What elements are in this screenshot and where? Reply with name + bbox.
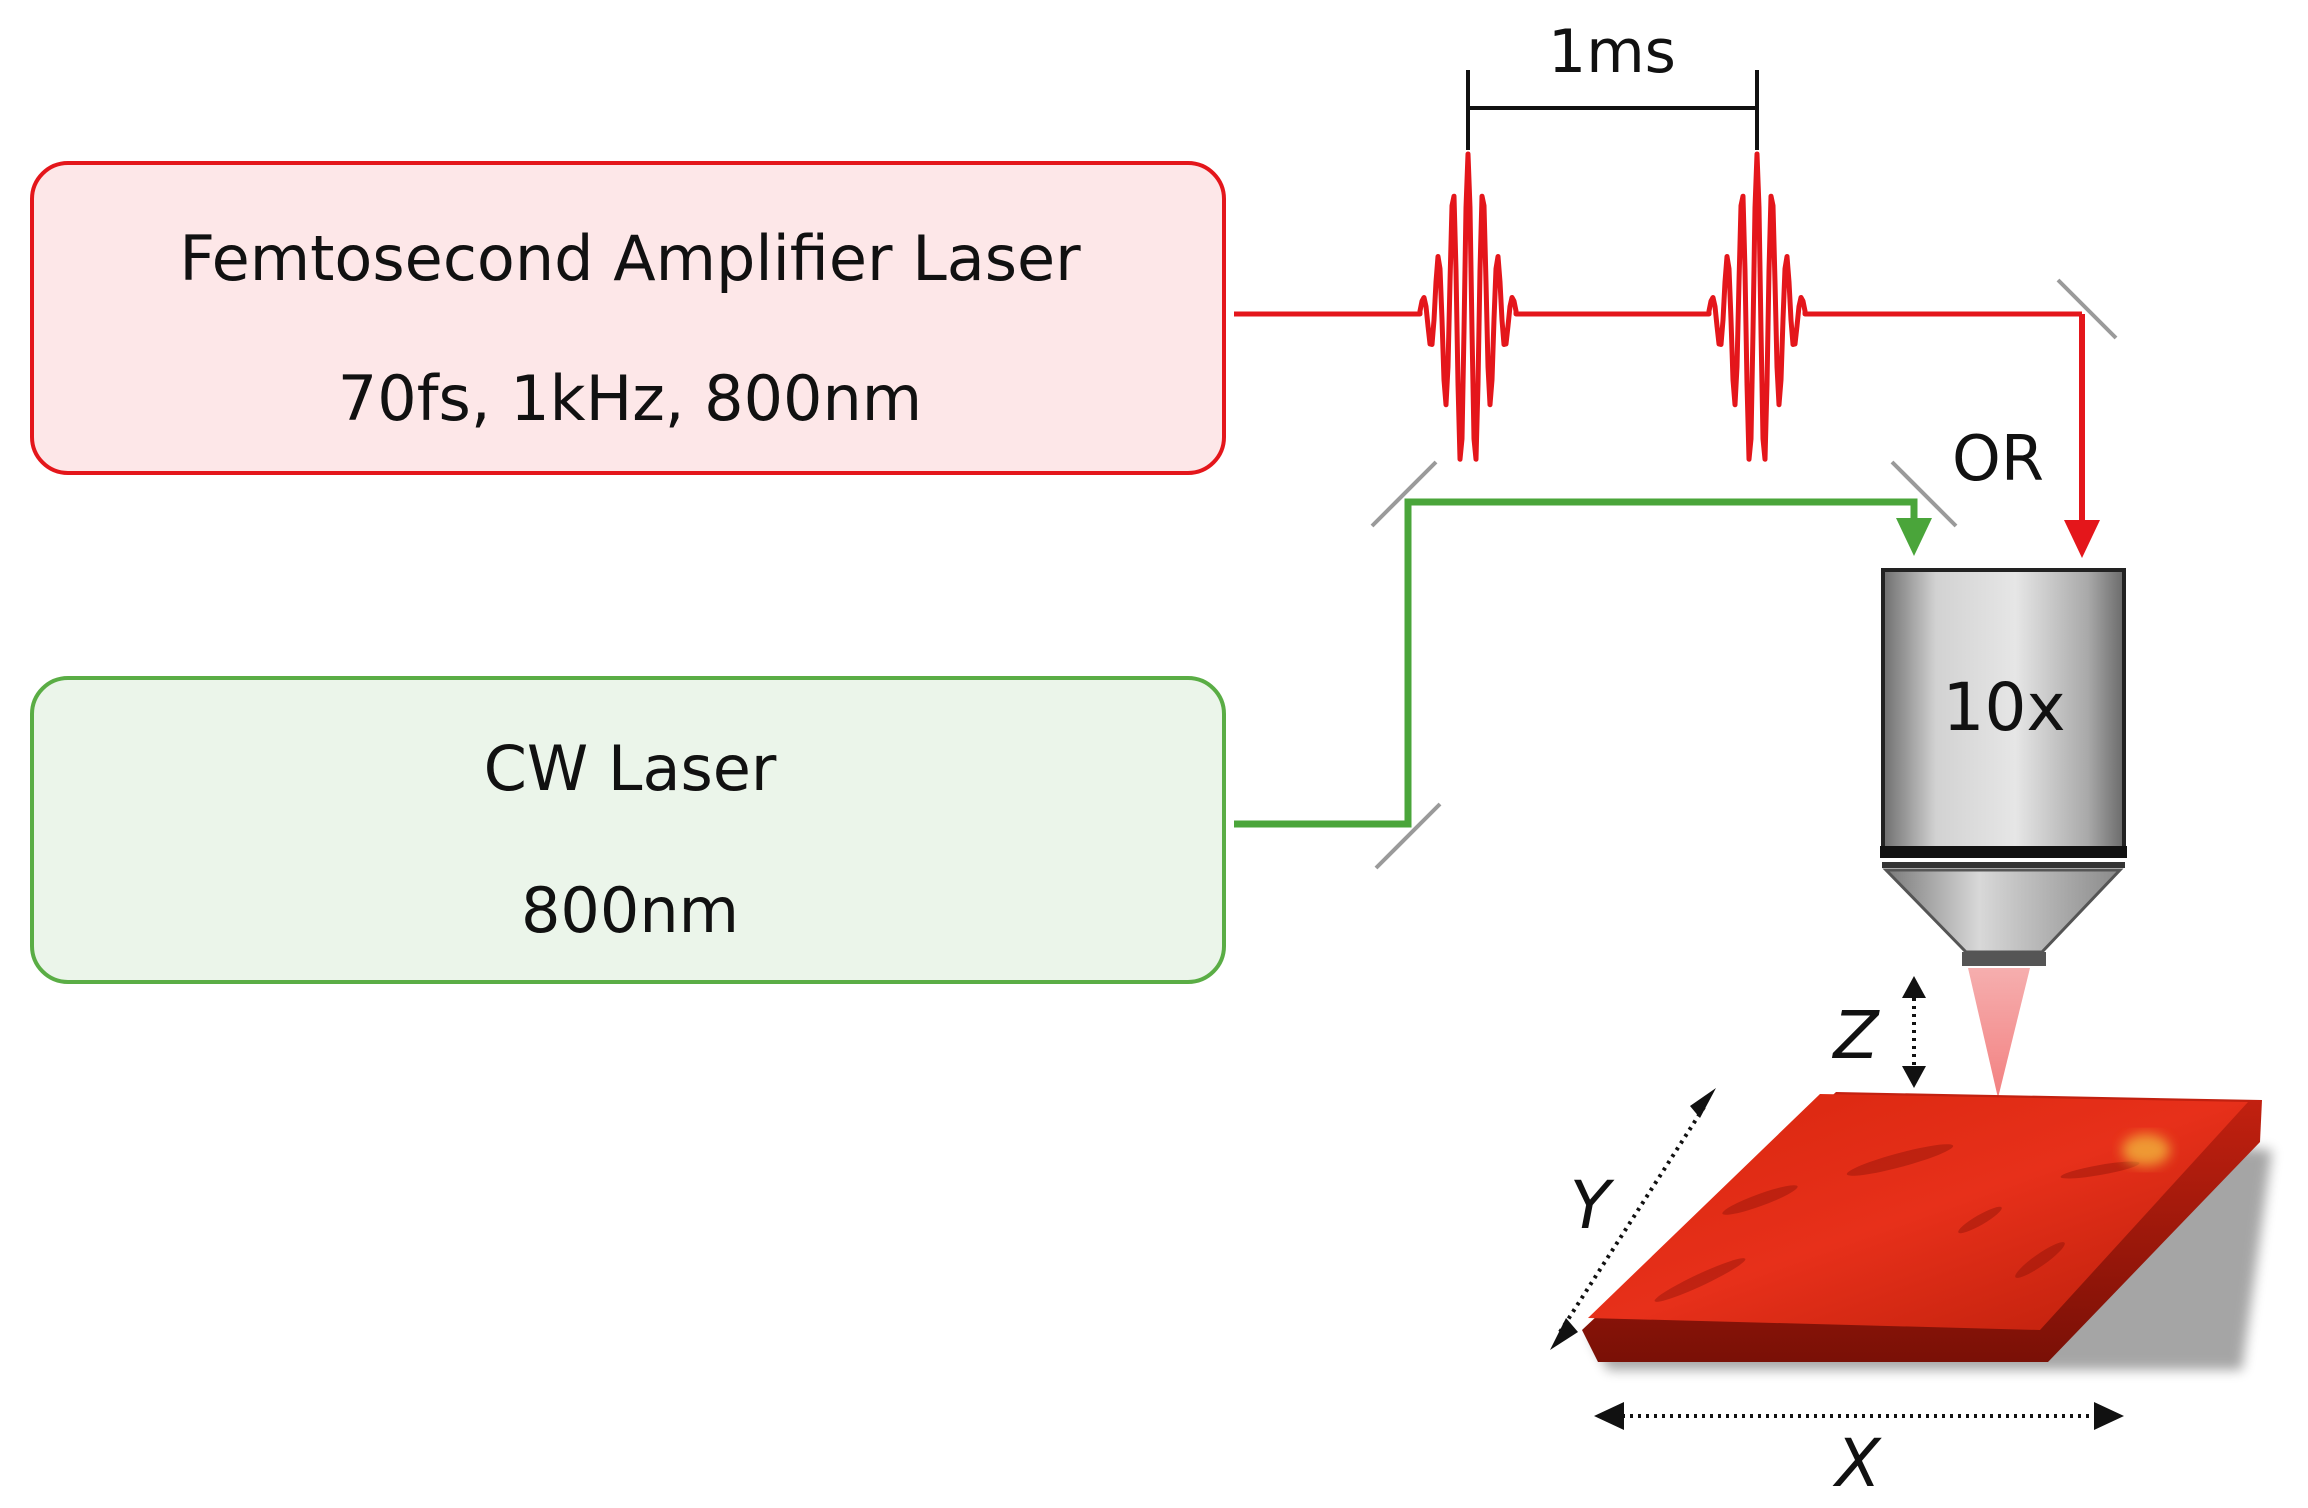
- objective-magnification: 10x: [1942, 669, 2065, 746]
- y-axis-label: Y: [1570, 1167, 1615, 1244]
- femtosecond-laser-title: Femtosecond Amplifier Laser: [179, 222, 1081, 295]
- sample-top-surface: [1588, 1094, 2248, 1330]
- objective-band-1: [1880, 846, 2127, 858]
- cw-beam-line: [1234, 498, 1918, 828]
- femtosecond-beam-arrowhead: [2064, 520, 2100, 558]
- y-axis-indicator: Y: [1550, 1088, 1716, 1350]
- pulse-interval-marker: 1ms: [1466, 17, 1759, 150]
- cw-beam-path: [1234, 498, 1932, 828]
- cw-laser-title: CW Laser: [484, 732, 777, 805]
- cw-laser-box: CW Laser 800nm: [30, 676, 1226, 984]
- mirror-cw-upper: [1370, 460, 1438, 528]
- mirrors: [1370, 278, 2118, 870]
- cw-box-frame: [30, 676, 1226, 984]
- focused-beam-cone: [1968, 968, 2030, 1098]
- femtosecond-beam-line: [1234, 151, 2082, 462]
- mirror-cw-lower: [1374, 802, 1442, 870]
- or-label: OR: [1952, 422, 2044, 495]
- sample-hotspot: [2122, 1134, 2170, 1166]
- femtosecond-laser-box: Femtosecond Amplifier Laser 70fs, 1kHz, …: [30, 161, 1226, 475]
- x-axis-label: X: [1832, 1425, 1882, 1502]
- sample-texture: [1654, 1144, 2140, 1302]
- cw-beam-arrowhead: [1896, 518, 1932, 556]
- cw-laser-wavelength: 800nm: [521, 874, 739, 947]
- z-axis-indicator: Z: [1831, 976, 1926, 1088]
- x-axis-indicator: X: [1594, 1402, 2124, 1502]
- z-axis-label: Z: [1831, 997, 1880, 1074]
- femtosecond-box-frame: [30, 161, 1226, 475]
- objective-lens: 10x: [1880, 568, 2127, 966]
- femtosecond-beam-path: [1234, 151, 2100, 558]
- mirror-femto-turn: [2056, 278, 2118, 340]
- sample-slab: [1582, 1092, 2272, 1370]
- objective-nose: [1882, 868, 2124, 954]
- objective-band-2: [1882, 862, 2125, 868]
- objective-tip: [1962, 952, 2046, 966]
- femtosecond-laser-specs: 70fs, 1kHz, 800nm: [338, 362, 922, 435]
- pulse-interval-label: 1ms: [1548, 17, 1676, 87]
- mirror-cw-turn: [1890, 460, 1958, 528]
- objective-body: [1881, 568, 2126, 850]
